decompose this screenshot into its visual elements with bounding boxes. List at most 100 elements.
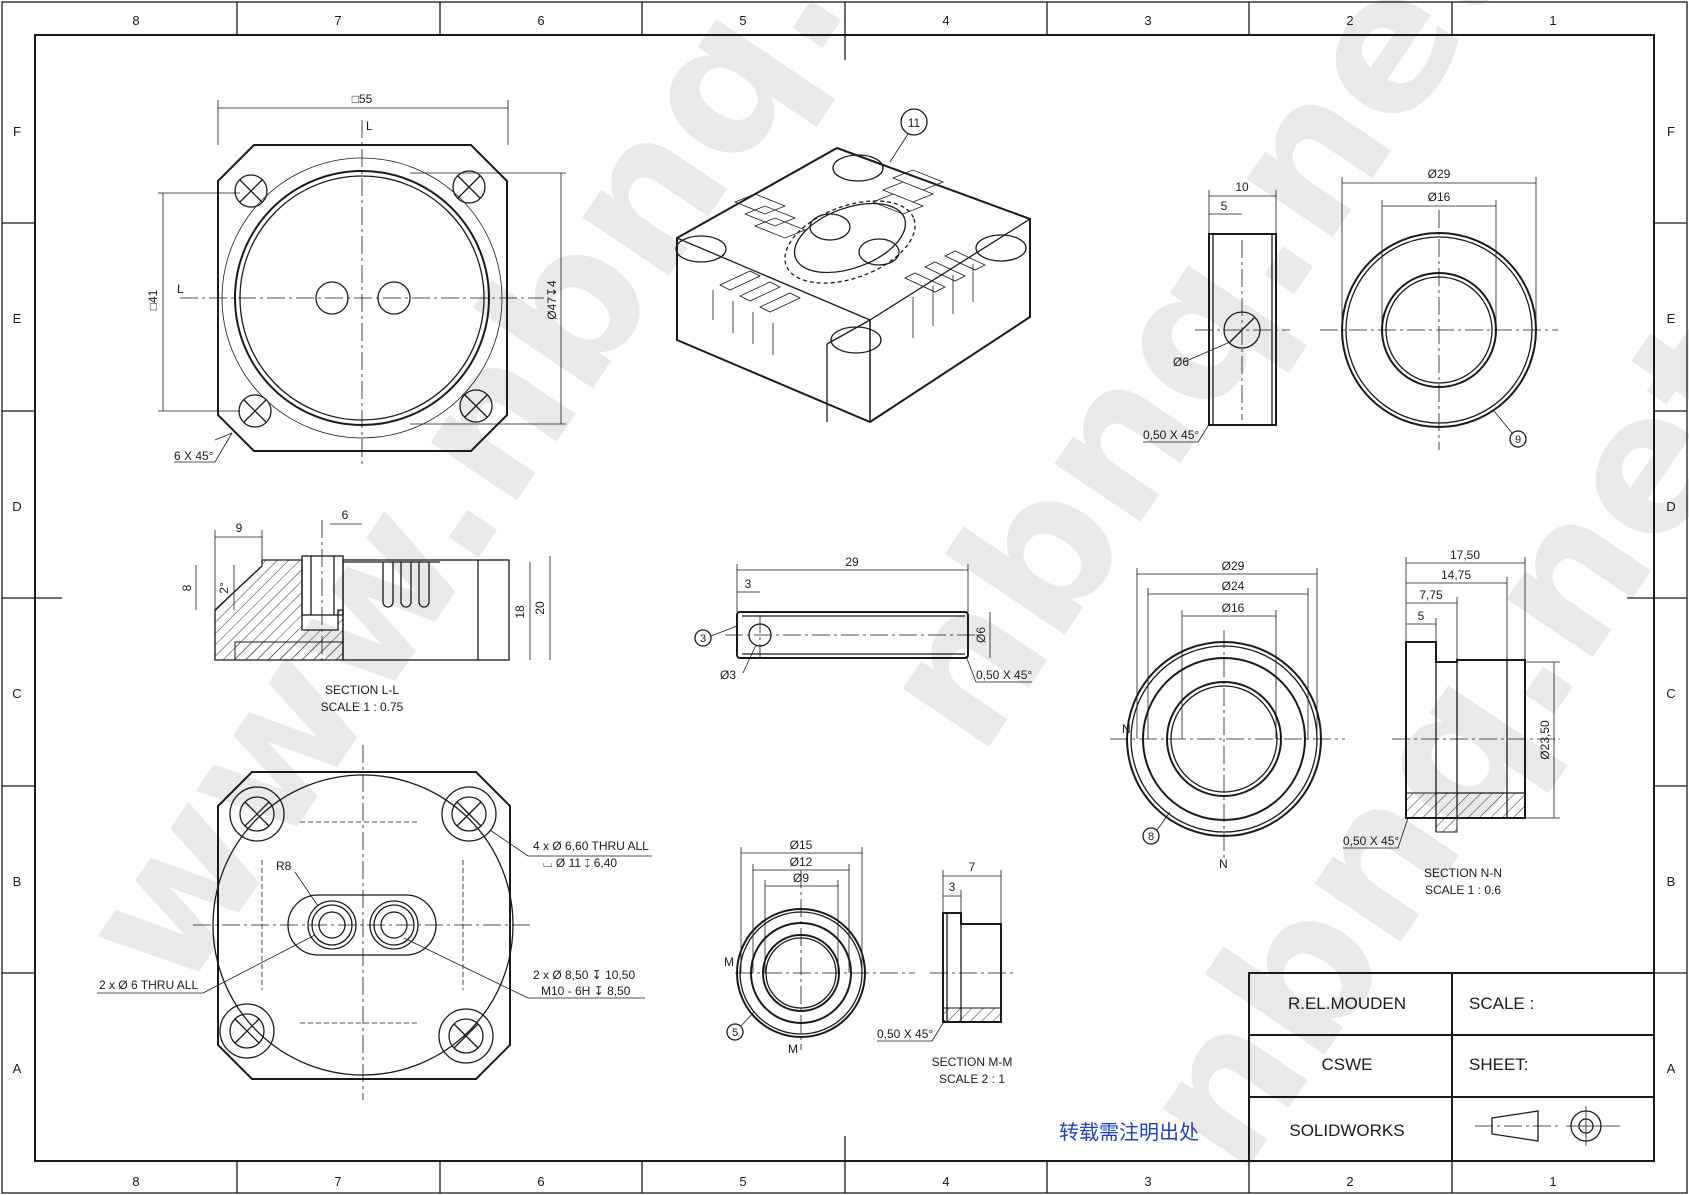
- zone-row-left-f: F: [13, 124, 21, 139]
- zone-row-left-a: A: [13, 1061, 22, 1076]
- bottom-tap-line2: M10 - 6H ↧ 8,50: [541, 984, 631, 998]
- top-dim-height: □41: [146, 289, 160, 310]
- flange-mark-n-bottom: N: [1219, 857, 1228, 871]
- zone-row-left-e: E: [13, 311, 22, 326]
- zone-col-top-6: 6: [537, 13, 544, 28]
- reprint-notice: 转载需注明出处: [1059, 1120, 1199, 1144]
- ll-title: SECTION L-L: [325, 683, 399, 697]
- section-ll-view: 9 6 8 2° 18 20 SECTION L-L SCALE 1 : 0.7…: [180, 508, 551, 714]
- title-author: R.EL.MOUDEN: [1288, 994, 1406, 1013]
- pin-dim-29: 29: [845, 555, 859, 569]
- zone-row-right-c: C: [1666, 686, 1675, 701]
- section-mark-l-top: L: [366, 119, 373, 133]
- pin-dim-3: 3: [745, 577, 752, 591]
- bush-mark-m-bottom: M: [788, 1042, 798, 1056]
- flange-sec-chamfer: 0,50 X 45°: [1343, 834, 1399, 848]
- zone-col-bottom-7: 7: [334, 1174, 341, 1189]
- top-corner-holes: [234, 170, 493, 428]
- pin-view: 29 3 Ø6 Ø3 0,50 X 45° 3: [694, 555, 1032, 683]
- bush-front-view: Ø15 Ø12 Ø9 M M 5: [724, 838, 915, 1056]
- top-dim-width: □55: [352, 92, 373, 106]
- bush-mark-m-left: M: [724, 955, 734, 969]
- ll-dim-18: 18: [513, 605, 527, 619]
- zone-row-right-f: F: [1667, 124, 1675, 139]
- zone-row-right-e: E: [1667, 311, 1676, 326]
- pin-dim-dia6: Ø6: [974, 627, 988, 643]
- bottom-thru4-line1: 4 x Ø 6,60 THRU ALL: [533, 839, 649, 853]
- zone-col-top-8: 8: [132, 13, 139, 28]
- flange-sec-dim-775: 7,75: [1419, 588, 1443, 602]
- washer-side-dim-10: 10: [1235, 180, 1249, 194]
- washer-front-dia29: Ø29: [1428, 167, 1451, 181]
- bush-front-dia9: Ø9: [793, 871, 809, 885]
- zone-row-right-d: D: [1666, 499, 1675, 514]
- zone-col-bottom-4: 4: [942, 1174, 949, 1189]
- zone-col-bottom-2: 2: [1346, 1174, 1353, 1189]
- ll-scale: SCALE 1 : 0.75: [321, 700, 404, 714]
- pin-dim-dia3: Ø3: [720, 668, 736, 682]
- bottom-r8-label: R8: [276, 859, 292, 873]
- bush-section-view: 7 3 0,50 X 45° SECTION M-M SCALE 2 : 1: [877, 860, 1015, 1086]
- ll-dim-8: 8: [180, 584, 194, 591]
- zone-col-bottom-5: 5: [739, 1174, 746, 1189]
- zone-row-right-b: B: [1667, 874, 1676, 889]
- flange-section-view: 17,50 14,75 7,75 5 Ø23,50 0,50 X 45° SEC…: [1343, 548, 1560, 897]
- flange-front-view: Ø29 Ø24 Ø16 N N 8: [1110, 559, 1345, 871]
- isometric-view: 11: [675, 108, 1031, 424]
- top-dim-diameter: Ø47↧4: [545, 280, 559, 320]
- title-sheet-label: SHEET:: [1469, 1055, 1529, 1074]
- flange-front-dia29: Ø29: [1222, 559, 1245, 573]
- top-view: □55 □41 Ø47↧4 L L 6 X 45°: [146, 92, 566, 466]
- bush-sec-title: SECTION M-M: [932, 1055, 1013, 1069]
- zone-col-top-4: 4: [942, 13, 949, 28]
- zone-col-top-5: 5: [739, 13, 746, 28]
- flange-sec-dia2350: Ø23,50: [1538, 720, 1552, 760]
- bottom-thru2-label: 2 x Ø 6 THRU ALL: [99, 978, 198, 992]
- ll-dim-9: 9: [236, 521, 243, 535]
- washer-side-chamfer: 0,50 X 45°: [1143, 428, 1199, 442]
- bush-sec-dim-3: 3: [949, 880, 956, 894]
- ll-dim-20: 20: [533, 601, 547, 615]
- pin-balloon: 3: [700, 633, 706, 645]
- flange-sec-dim-1475: 14,75: [1441, 568, 1471, 582]
- title-software: SOLIDWORKS: [1289, 1121, 1404, 1140]
- washer-side-dim-5: 5: [1221, 199, 1228, 213]
- washer-front-dia16: Ø16: [1428, 190, 1451, 204]
- ll-dim-6: 6: [342, 508, 349, 522]
- title-school: CSWE: [1322, 1055, 1373, 1074]
- iso-balloon-label: 11: [908, 116, 921, 130]
- section-mark-l-left: L: [177, 282, 184, 296]
- top-chamfer-label: 6 X 45°: [174, 449, 214, 463]
- zone-row-left-b: B: [13, 874, 22, 889]
- bush-front-dia12: Ø12: [790, 855, 813, 869]
- flange-sec-title: SECTION N-N: [1424, 866, 1502, 880]
- zone-row-right-a: A: [1667, 1061, 1676, 1076]
- bottom-tap-line1: 2 x Ø 8,50 ↧ 10,50: [533, 968, 635, 982]
- bottom-counterbore-holes: [219, 786, 497, 1064]
- zone-col-top-2: 2: [1346, 13, 1353, 28]
- bottom-thru4-line2: ⌴ Ø 11 ↧ 6,40: [543, 856, 617, 870]
- flange-sec-dim-1750: 17,50: [1450, 548, 1480, 562]
- washer-side-view: 10 5 Ø6 0,50 X 45°: [1143, 180, 1290, 443]
- flange-front-balloon: 8: [1148, 831, 1154, 843]
- zone-col-top-1: 1: [1549, 13, 1556, 28]
- zone-row-left-d: D: [12, 499, 21, 514]
- washer-front-view: Ø29 Ø16 9: [1320, 167, 1558, 450]
- bush-sec-chamfer: 0,50 X 45°: [877, 1027, 933, 1041]
- flange-front-dia16: Ø16: [1222, 601, 1245, 615]
- title-block: R.EL.MOUDEN CSWE SOLIDWORKS SCALE : SHEE…: [1248, 972, 1655, 1162]
- zone-col-top-7: 7: [334, 13, 341, 28]
- projection-symbol-icon: [1475, 1106, 1620, 1146]
- bush-front-dia15: Ø15: [790, 838, 813, 852]
- zone-col-bottom-1: 1: [1549, 1174, 1556, 1189]
- zone-col-top-3: 3: [1144, 13, 1151, 28]
- bush-sec-scale: SCALE 2 : 1: [939, 1072, 1005, 1086]
- zone-col-bottom-6: 6: [537, 1174, 544, 1189]
- flange-sec-dim-5: 5: [1418, 609, 1425, 623]
- title-scale-label: SCALE :: [1469, 994, 1534, 1013]
- bush-sec-dim-7: 7: [969, 860, 976, 874]
- flange-sec-scale: SCALE 1 : 0.6: [1425, 883, 1501, 897]
- pin-chamfer: 0,50 X 45°: [976, 668, 1032, 682]
